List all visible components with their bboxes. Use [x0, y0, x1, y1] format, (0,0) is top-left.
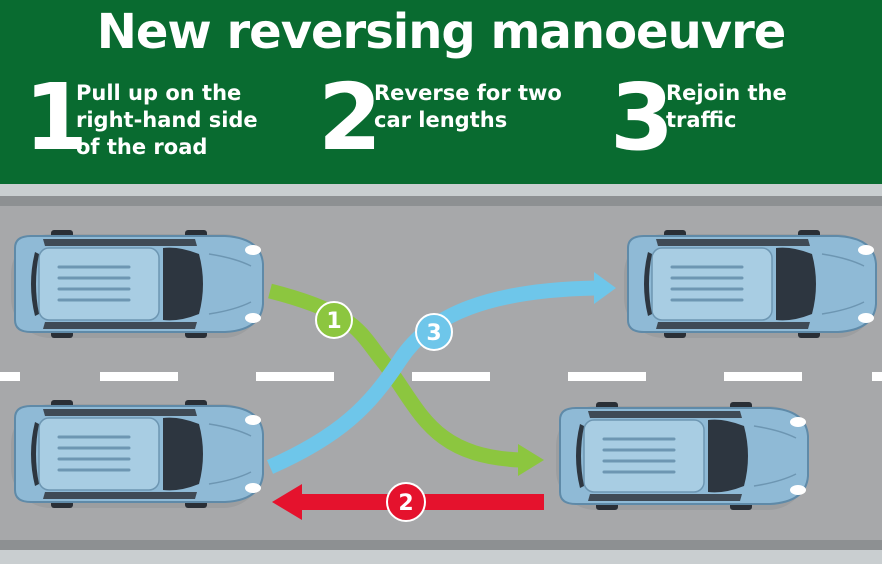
step-2-line-2: car lengths [374, 108, 508, 132]
step-3: 3 Rejoin the traffic [610, 72, 870, 168]
step-3-number: 3 [610, 64, 675, 171]
car-bottom-left [9, 398, 265, 510]
step-2-line-1: Reverse for two [374, 81, 562, 105]
top-kerb-edge [0, 196, 882, 206]
step-3-line-1: Rejoin the [666, 81, 787, 105]
step-1-text: Pull up on the right-hand side of the ro… [76, 80, 258, 161]
marker-3: 3 [415, 313, 453, 351]
header-banner: New reversing manoeuvre 1 Pull up on the… [0, 0, 882, 184]
page-title: New reversing manoeuvre [96, 4, 787, 60]
step-2-text: Reverse for two car lengths [374, 80, 562, 134]
centre-line [0, 372, 882, 381]
step-1-line-2: right-hand side [76, 108, 258, 132]
road-scene: 1 3 2 [0, 184, 882, 564]
step-2: 2 Reverse for two car lengths [318, 72, 578, 168]
top-kerb [0, 184, 882, 196]
car-bottom-right-reversing [554, 400, 810, 512]
step-3-text: Rejoin the traffic [666, 80, 787, 134]
step-3-line-2: traffic [666, 108, 737, 132]
step-1-line-3: of the road [76, 135, 208, 159]
marker-3-label: 3 [426, 321, 441, 346]
marker-2: 2 [386, 482, 426, 522]
step-2-number: 2 [318, 64, 383, 171]
marker-1-label: 1 [326, 309, 341, 334]
marker-2-label: 2 [398, 491, 413, 516]
marker-1: 1 [315, 301, 353, 339]
bottom-kerb-edge [0, 540, 882, 550]
step-1-number: 1 [24, 64, 89, 171]
step-1-line-1: Pull up on the [76, 81, 242, 105]
step-1: 1 Pull up on the right-hand side of the … [24, 72, 284, 168]
bottom-kerb [0, 550, 882, 564]
path-step-3-arrow [266, 272, 616, 474]
car-top-left [9, 228, 265, 340]
car-top-right [622, 228, 878, 340]
